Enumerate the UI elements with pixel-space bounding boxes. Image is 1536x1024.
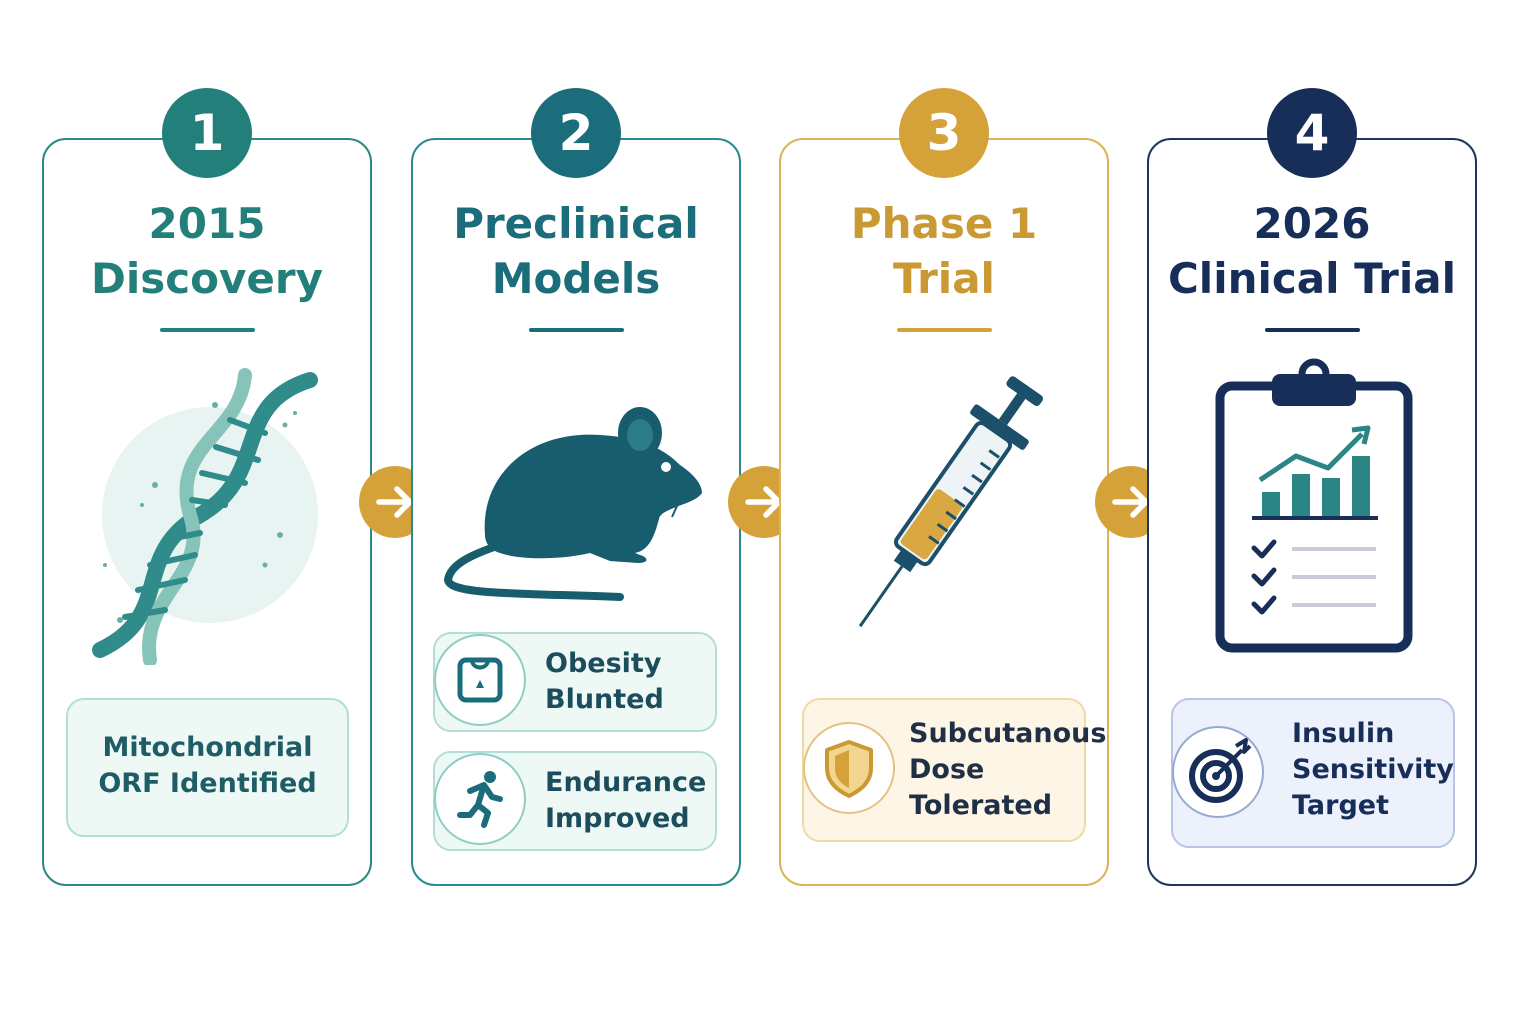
outcome-text: Mitochondrial ORF Identified [66, 730, 349, 802]
outcome-line1: Endurance [545, 767, 707, 798]
outcome-text-dose: Subcutanous Dose Tolerated [909, 716, 1106, 824]
outcome-line2: Sensitivity [1292, 754, 1454, 785]
scale-icon [457, 657, 503, 703]
title-divider [1265, 328, 1360, 332]
step-title-discovery: 2015 Discovery [42, 196, 372, 306]
step-number-3: 3 [899, 88, 989, 178]
step-title-line1: 2015 [148, 199, 266, 248]
title-divider [160, 328, 255, 332]
shield-icon [825, 740, 873, 798]
step-title-line2: Models [491, 254, 661, 303]
step-title-clinical-trial: 2026 Clinical Trial [1147, 196, 1477, 306]
title-divider [529, 328, 624, 332]
step-title-line1: 2026 [1253, 199, 1371, 248]
outcome-line1: Obesity [545, 648, 662, 679]
outcome-line2: ORF Identified [98, 768, 317, 799]
outcome-line3: Tolerated [909, 790, 1053, 821]
outcome-line1: Subcutanous [909, 718, 1107, 749]
target-icon [1189, 738, 1252, 803]
outcome-text-obesity: Obesity Blunted [545, 646, 664, 718]
step-title-line2: Discovery [91, 254, 323, 303]
step-number-1: 1 [162, 88, 252, 178]
dna-helix-icon [92, 368, 318, 665]
outcome-text-endurance: Endurance Improved [545, 765, 706, 837]
outcome-line1: Mitochondrial [102, 732, 313, 763]
scale-icon-badge [434, 634, 526, 726]
step-number-4: 4 [1267, 88, 1357, 178]
step-title-line1: Phase 1 [850, 199, 1038, 248]
step-title-line2: Clinical Trial [1167, 254, 1457, 303]
target-icon-badge [1172, 726, 1264, 818]
mouse-icon [443, 407, 702, 601]
step-title-line2: Trial [893, 254, 995, 303]
outcome-line1: Insulin [1292, 718, 1395, 749]
outcome-text-insulin: Insulin Sensitivity Target [1292, 716, 1454, 824]
step-number-2: 2 [531, 88, 621, 178]
shield-icon-badge [803, 722, 895, 814]
outcome-line2: Blunted [545, 684, 664, 715]
outcome-line3: Target [1292, 790, 1390, 821]
arrow-right-icon [1112, 486, 1149, 518]
outcome-line2: Improved [545, 803, 690, 834]
runner-icon-badge [434, 753, 526, 845]
step-title-line1: Preclinical [453, 199, 699, 248]
step-title-phase1: Phase 1 Trial [779, 196, 1109, 306]
title-divider [897, 328, 992, 332]
runner-icon [457, 771, 503, 828]
outcome-box-mitochondrial-orf [66, 698, 349, 837]
outcome-line2: Dose [909, 754, 985, 785]
step-title-preclinical: Preclinical Models [411, 196, 741, 306]
clipboard-chart-icon [1215, 358, 1413, 653]
arrow-right-icon [376, 486, 413, 518]
syringe-icon [858, 376, 1043, 628]
